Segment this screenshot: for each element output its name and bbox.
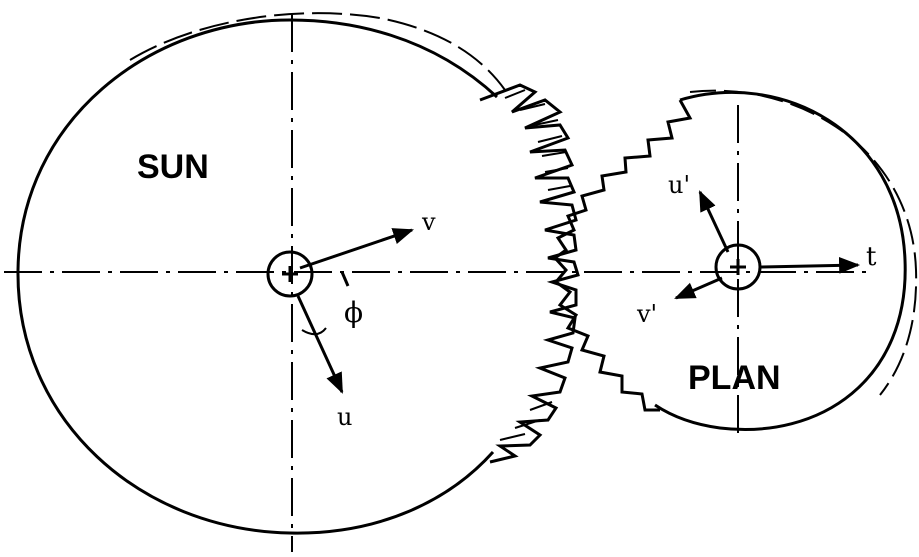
sun-angle-arc (301, 327, 327, 336)
planet-u-label: u' (668, 171, 690, 199)
sun-hub (266, 250, 314, 298)
sun-u-arrow (296, 295, 344, 394)
sun-angle-label: ϕ (344, 296, 363, 329)
sun-teeth-hatching (499, 89, 571, 441)
sun-u-label: u (337, 403, 352, 431)
sun-center-plus-icon (282, 266, 298, 282)
planet-u-arrow (698, 190, 730, 253)
planet-gear-outline (654, 91, 907, 431)
sun-gear-outer-dashed (129, 12, 506, 91)
planet-gear-teeth (552, 99, 693, 412)
planet-t-label: t (866, 242, 877, 272)
sun-v-label: v (421, 208, 436, 236)
planet-v-arrow (674, 276, 723, 300)
planet-t-arrow (759, 256, 861, 274)
sun-gear-outline (16, 18, 499, 535)
sun-label: SUN (137, 148, 209, 186)
planet-center-plus-icon (730, 259, 746, 275)
planet-label: PLAN (688, 359, 781, 397)
planet-v-label: v' (636, 300, 657, 328)
planet-gear-outer-dashed (689, 89, 918, 396)
sun-v-arrow (299, 228, 414, 270)
angle-marker-tick (340, 271, 350, 287)
